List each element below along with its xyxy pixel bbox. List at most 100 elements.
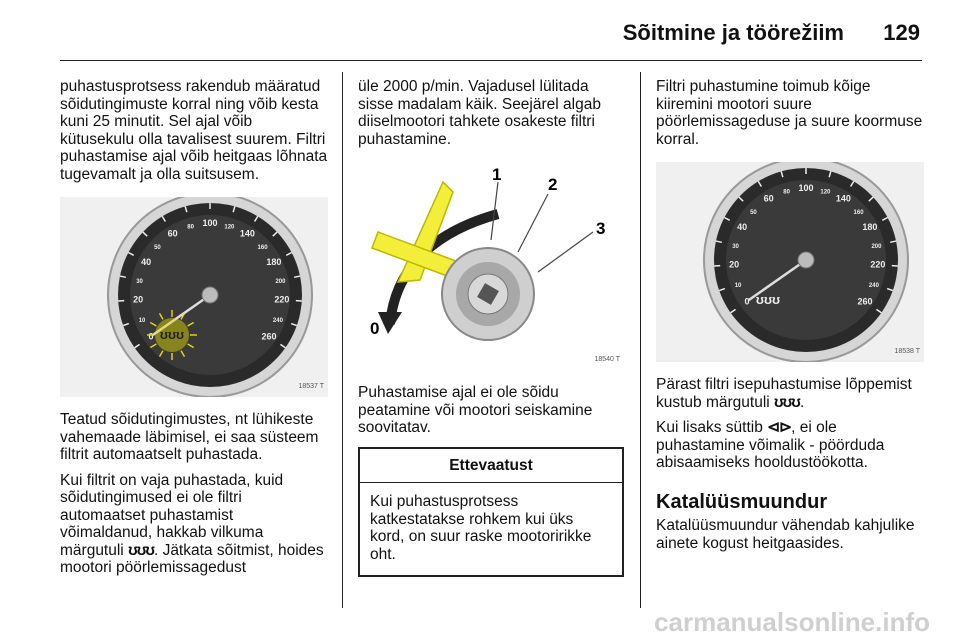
gauge-tick-label: 100 xyxy=(202,218,217,228)
gauge-tick xyxy=(290,322,298,327)
gauge-tick-label: 240 xyxy=(869,283,880,289)
gauge-tick xyxy=(294,275,301,279)
gauge-tick-label: 160 xyxy=(854,210,865,216)
gauge-tick xyxy=(280,343,286,349)
section-heading: Katalüüsmuundur xyxy=(656,490,828,513)
dpf-warning-icon: ʊʊʊ xyxy=(774,393,801,411)
gauge-tick xyxy=(724,216,731,221)
figure-code: 18538 T xyxy=(894,347,920,355)
gauge-tick-label: 80 xyxy=(187,225,194,231)
gauge-tick xyxy=(876,308,882,314)
gauge-tick-label: 60 xyxy=(764,193,774,203)
tachometer-illustration: 1 2 3 0 xyxy=(370,165,605,341)
gauge-tick-label: 40 xyxy=(737,222,747,232)
gauge-tick-label: 30 xyxy=(136,279,143,285)
page-title: Sõitmine ja töörežiim xyxy=(622,20,844,45)
column-divider-1 xyxy=(342,72,343,608)
gauge-tick xyxy=(738,196,744,202)
paragraph: üle 2000 p/min. Vajadusel lülitada sisse… xyxy=(358,78,601,148)
dpf-warning-icon: ʊʊʊ xyxy=(756,292,780,307)
column-divider-2 xyxy=(640,72,641,608)
gauge-tick xyxy=(134,343,140,349)
gauge-tick xyxy=(849,180,855,187)
gauge-tick xyxy=(886,287,894,292)
gauge-tick-label: 0 xyxy=(745,296,750,306)
gauge-tick-label: 180 xyxy=(266,257,281,267)
callout-label-2: 2 xyxy=(548,175,557,194)
gauge-tick-label: 240 xyxy=(273,318,284,324)
gauge-tick xyxy=(780,171,784,178)
paragraph: Puhastamise ajal ei ole sõidu peatamine … xyxy=(358,384,593,436)
gauge-tick-label: 80 xyxy=(783,190,790,196)
paragraph: Kui lisaks süttib ⊲⊳, ei ole puhastamine… xyxy=(656,419,885,471)
gauge-tick xyxy=(868,196,874,202)
gauge-tick xyxy=(828,171,832,178)
dpf-warning-icon: ʊʊʊ xyxy=(128,541,155,559)
gauge-tick-label: 140 xyxy=(836,193,851,203)
column-1: puhastusprotsess rakendub määratud sõidu… xyxy=(60,78,328,585)
paragraph: Filtri puhastumine toimub kõige kiiremin… xyxy=(656,78,923,148)
callout-label-0: 0 xyxy=(370,319,379,338)
column-2: üle 2000 p/min. Vajadusel lülitada sisse… xyxy=(358,78,624,577)
gauge-tick xyxy=(142,231,148,237)
column-3: Filtri puhastumine toimub kõige kiiremin… xyxy=(656,78,924,560)
gauge-tick xyxy=(122,322,130,327)
paragraph: Kui filtrit on vaja puhastada, kuid sõid… xyxy=(60,471,324,577)
gauge-tick xyxy=(253,215,259,222)
figure-code: 18537 T xyxy=(298,382,324,390)
gauge-tick-label: 10 xyxy=(735,283,742,289)
gauge-tick xyxy=(119,275,126,279)
gauge-tick xyxy=(715,240,722,244)
gauge-tick xyxy=(184,206,188,213)
gauge-tick-label: 50 xyxy=(154,245,161,251)
gauge-tick-label: 200 xyxy=(275,279,286,285)
figure-tachometer: 1 2 3 0 18540 T xyxy=(358,162,624,370)
gauge-tick-label: 260 xyxy=(857,296,872,306)
caution-text: Kui puhastusprotsess katkestatakse rohke… xyxy=(370,493,592,563)
gauge-tick-label: 220 xyxy=(870,260,885,270)
gauge-tick xyxy=(285,251,292,256)
engine-check-icon: ⊲⊳ xyxy=(767,419,792,436)
gauge-tick xyxy=(718,287,726,292)
page-number: 129 xyxy=(883,20,920,45)
gauge-tick-label: 200 xyxy=(871,244,882,250)
caution-title: Ettevaatust xyxy=(360,449,622,483)
gauge-tick-label: 20 xyxy=(729,260,739,270)
paragraph: Katalüüsmuundur vähendab kahjulike ainet… xyxy=(656,517,915,552)
gauge-tick-label: 220 xyxy=(274,295,289,305)
gauge-tick xyxy=(730,308,736,314)
gauge-tick-label: 10 xyxy=(139,318,146,324)
paragraph: Pärast filtri isepuhastumise lõppemist k… xyxy=(656,376,912,411)
callout-label-3: 3 xyxy=(596,219,605,238)
gauge-tick xyxy=(890,240,897,244)
figure-code: 18540 T xyxy=(594,355,620,363)
gauge-tick-label: 20 xyxy=(133,295,143,305)
dpf-warning-icon: ʊʊʊ xyxy=(160,327,184,342)
paragraph: puhastusprotsess rakendub määratud sõidu… xyxy=(60,78,328,183)
callout-label-1: 1 xyxy=(492,165,501,184)
watermark: carmanualsonline.info xyxy=(654,607,930,637)
gauge-tick xyxy=(161,215,167,222)
gauge-tick xyxy=(232,206,236,213)
gauge-tick xyxy=(272,231,278,237)
gauge-tick-label: 120 xyxy=(820,190,831,196)
gauge-tick-label: 30 xyxy=(732,244,739,250)
gauge-tick-label: 100 xyxy=(798,183,813,193)
paragraph: Teatud sõidutingimustes, nt lühikeste va… xyxy=(60,411,319,463)
gauge-tick-label: 0 xyxy=(149,331,154,341)
gauge-tick-label: 140 xyxy=(240,228,255,238)
gauge-tick xyxy=(128,251,135,256)
gauge-tick xyxy=(881,216,888,221)
gauge-tick xyxy=(757,180,763,187)
gauge-tick-label: 120 xyxy=(224,225,235,231)
caution-box: Ettevaatust Kui puhastusprotsess katkest… xyxy=(358,446,624,577)
page-header: Sõitmine ja töörežiim 129 xyxy=(60,14,922,54)
gauge-tick-label: 50 xyxy=(750,210,757,216)
header-divider xyxy=(60,60,922,61)
gauge-tick-label: 260 xyxy=(261,331,276,341)
gauge-tick-label: 180 xyxy=(862,222,877,232)
